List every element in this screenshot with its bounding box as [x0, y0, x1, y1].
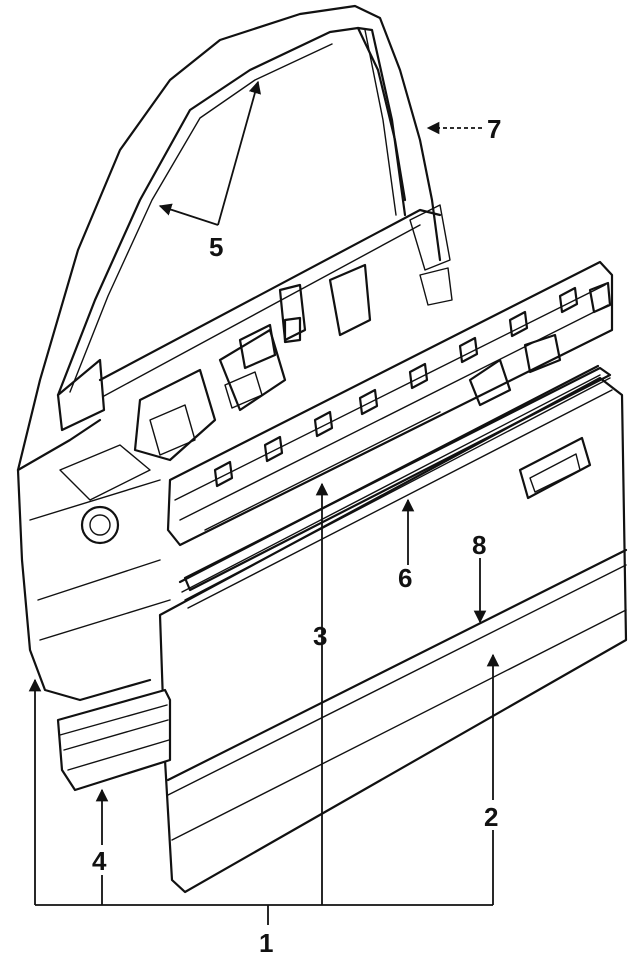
impact-beam [166, 260, 614, 547]
belt-molding [178, 364, 601, 593]
callout-5: 5 [209, 232, 223, 262]
callout-3: 3 [313, 621, 327, 651]
callout-6: 6 [398, 563, 412, 593]
callout-1: 1 [259, 928, 273, 958]
callout-7: 7 [487, 114, 501, 144]
door-shell [16, 4, 453, 702]
callout-8: 8 [472, 530, 486, 560]
leader-lines [28, 80, 500, 925]
callout-4: 4 [92, 846, 107, 876]
rocker-molding [56, 688, 172, 792]
outer-panel [158, 366, 628, 894]
callout-2: 2 [484, 802, 498, 832]
